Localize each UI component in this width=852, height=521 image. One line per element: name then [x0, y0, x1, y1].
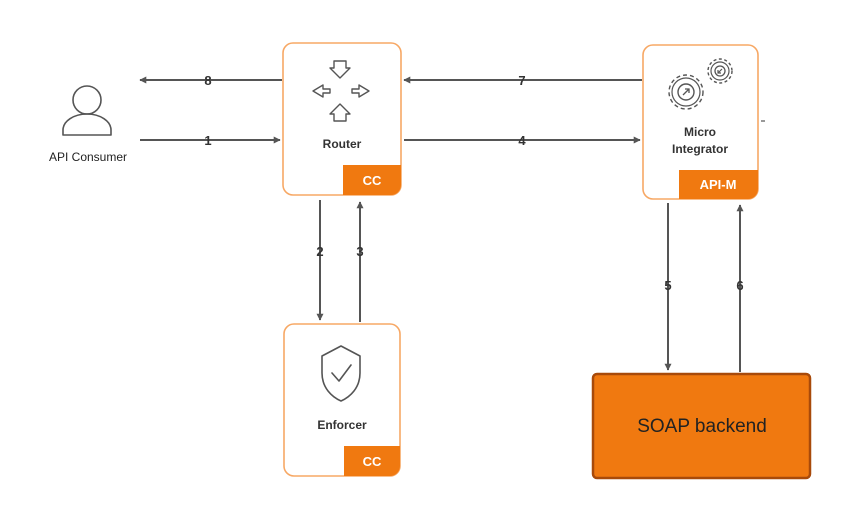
shield-check-icon	[321, 345, 361, 402]
api-consumer-node: API Consumer	[49, 85, 127, 164]
edge-label-5: 5	[664, 278, 671, 293]
edge-3: 3	[356, 201, 364, 322]
micro-integrator-badge	[679, 170, 758, 199]
micro-integrator-badge-label: API-M	[700, 177, 737, 192]
enforcer-label: Enforcer	[317, 418, 367, 432]
edge-8: 8	[139, 73, 282, 88]
router-node: Router CC	[282, 42, 402, 196]
edge-2: 2	[316, 200, 324, 321]
router-label: Router	[323, 137, 362, 151]
move-arrows-icon	[312, 60, 370, 122]
enforcer-badge	[344, 446, 400, 476]
soap-backend-node: SOAP backend	[591, 372, 812, 480]
router-box	[282, 42, 402, 196]
edge-5: 5	[664, 203, 672, 371]
soap-backend-box	[591, 372, 812, 480]
enforcer-node: Enforcer CC	[283, 323, 401, 477]
soap-backend-label: SOAP backend	[637, 416, 767, 437]
micro-integrator-label-line1: Micro	[684, 125, 716, 139]
edge-label-2: 2	[316, 244, 323, 259]
edge-6: 6	[736, 204, 744, 372]
edge-7: 7	[403, 73, 642, 88]
router-badge-label: CC	[363, 173, 382, 188]
micro-integrator-node: Micro Integrator API-M	[642, 44, 765, 200]
edge-label-4: 4	[518, 133, 526, 148]
gears-icon	[668, 58, 733, 110]
edge-4: 4	[404, 133, 641, 148]
router-badge	[343, 165, 401, 195]
user-icon	[62, 85, 112, 136]
edge-label-1: 1	[204, 133, 211, 148]
api-consumer-label: API Consumer	[49, 150, 127, 164]
micro-integrator-label-line2: Integrator	[672, 142, 728, 156]
edge-label-7: 7	[518, 73, 525, 88]
edge-label-8: 8	[204, 73, 211, 88]
edge-label-6: 6	[736, 278, 743, 293]
edge-label-3: 3	[356, 244, 363, 259]
edge-1: 1	[140, 133, 281, 148]
enforcer-badge-label: CC	[363, 454, 382, 469]
